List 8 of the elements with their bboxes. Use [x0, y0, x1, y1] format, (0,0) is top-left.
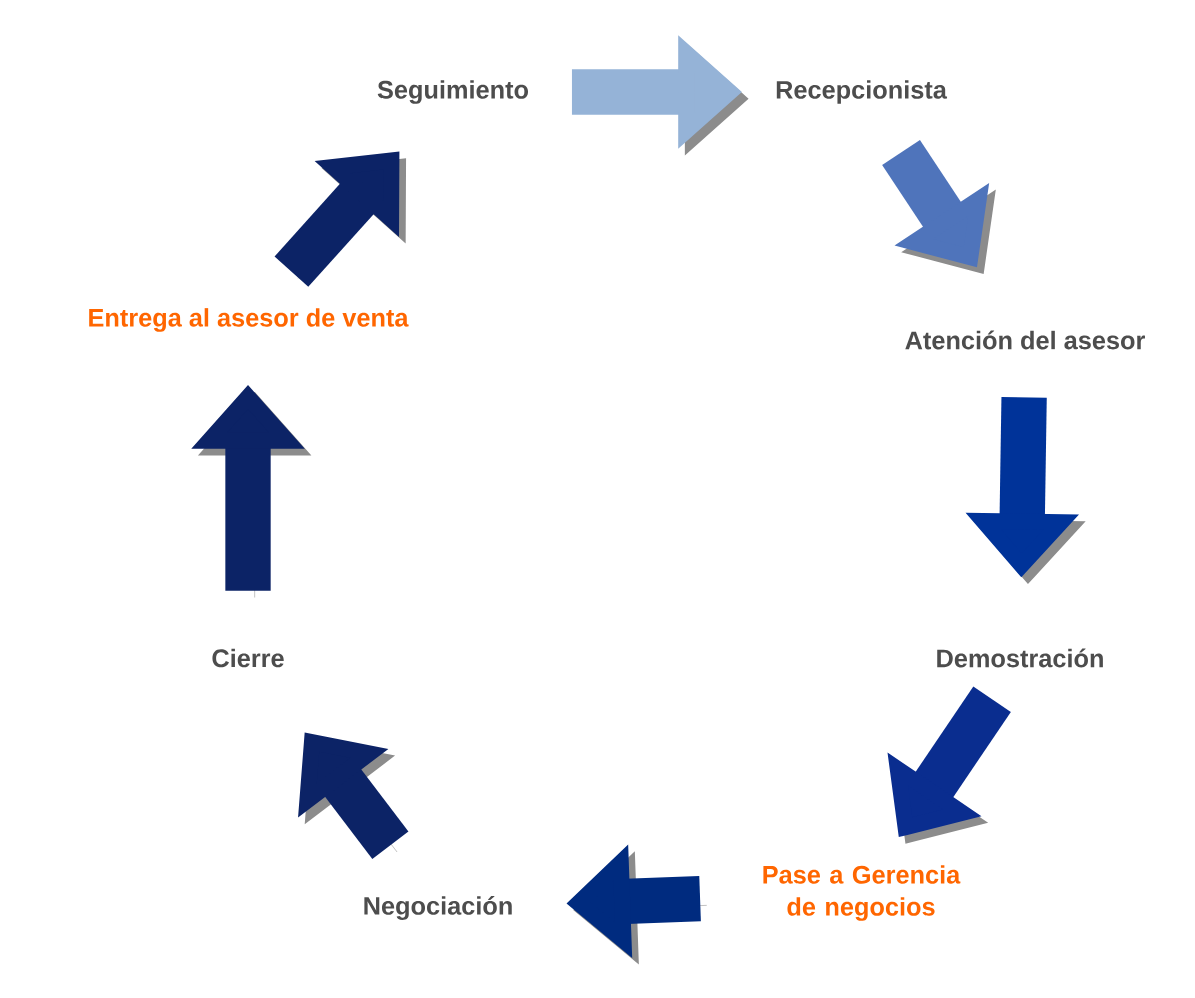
- step-label: Cierre: [212, 648, 284, 668]
- step-label: Atención del asesor: [905, 330, 1145, 350]
- step-label: Seguimiento: [377, 80, 528, 104]
- step-label: Pase a Gerencia de negocios: [763, 865, 961, 921]
- step-label: Entrega al asesor de venta: [89, 308, 409, 332]
- step-label: Recepcionista: [776, 80, 948, 104]
- step-label: Negociación: [364, 896, 512, 920]
- step-label: Demostración: [937, 648, 1103, 668]
